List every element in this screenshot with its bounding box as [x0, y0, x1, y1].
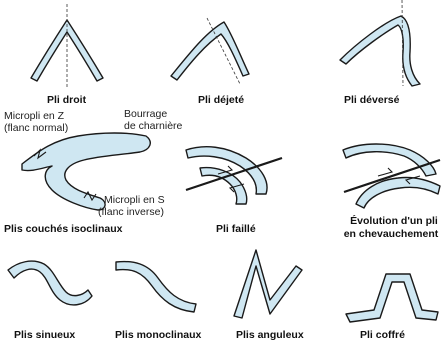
caption-pli-deverse: Pli déversé	[344, 94, 399, 106]
annotation-micropli-z: Micropli en Z	[4, 110, 64, 122]
caption-plis-sinueux: Plis sinueux	[14, 329, 75, 341]
caption-pli-coffre: Pli coffré	[360, 329, 405, 341]
annotation-micropli-s: Micropli en S	[104, 194, 165, 206]
fold-plis-monoclinaux	[116, 262, 196, 312]
fold-pli-dejete	[171, 18, 249, 84]
caption-pli-dejete: Pli déjeté	[198, 94, 244, 106]
fold-pli-faille	[186, 147, 282, 204]
fold-pli-coffre	[346, 274, 438, 322]
fold-plis-sinueux	[8, 261, 92, 305]
caption-plis-anguleux: Plis anguleux	[236, 329, 304, 341]
annotation-flanc-inverse: (flanc inverse)	[98, 206, 164, 218]
caption-evolution-line1: Évolution d'un pli	[342, 215, 446, 227]
caption-plis-monoclinaux: Plis monoclinaux	[115, 329, 201, 341]
caption-evolution-line2: en chevauchement	[336, 228, 446, 240]
fold-pli-deverse	[340, 0, 420, 86]
fold-evolution-chevauchement	[343, 144, 440, 208]
thrust-arrow-upper	[378, 168, 392, 176]
caption-pli-faille: Pli faillé	[216, 223, 256, 235]
annotation-flanc-normal: (flanc normal)	[4, 122, 68, 134]
annotation-bourrage: Bourrage	[124, 108, 167, 120]
fold-plis-anguleux	[234, 250, 302, 318]
annotation-de-charniere: de charnière	[124, 120, 182, 132]
caption-pli-droit: Pli droit	[47, 94, 86, 106]
fold-pli-droit	[31, 4, 103, 88]
caption-plis-couches-isoclinaux: Plis couchés isoclinaux	[4, 223, 122, 235]
